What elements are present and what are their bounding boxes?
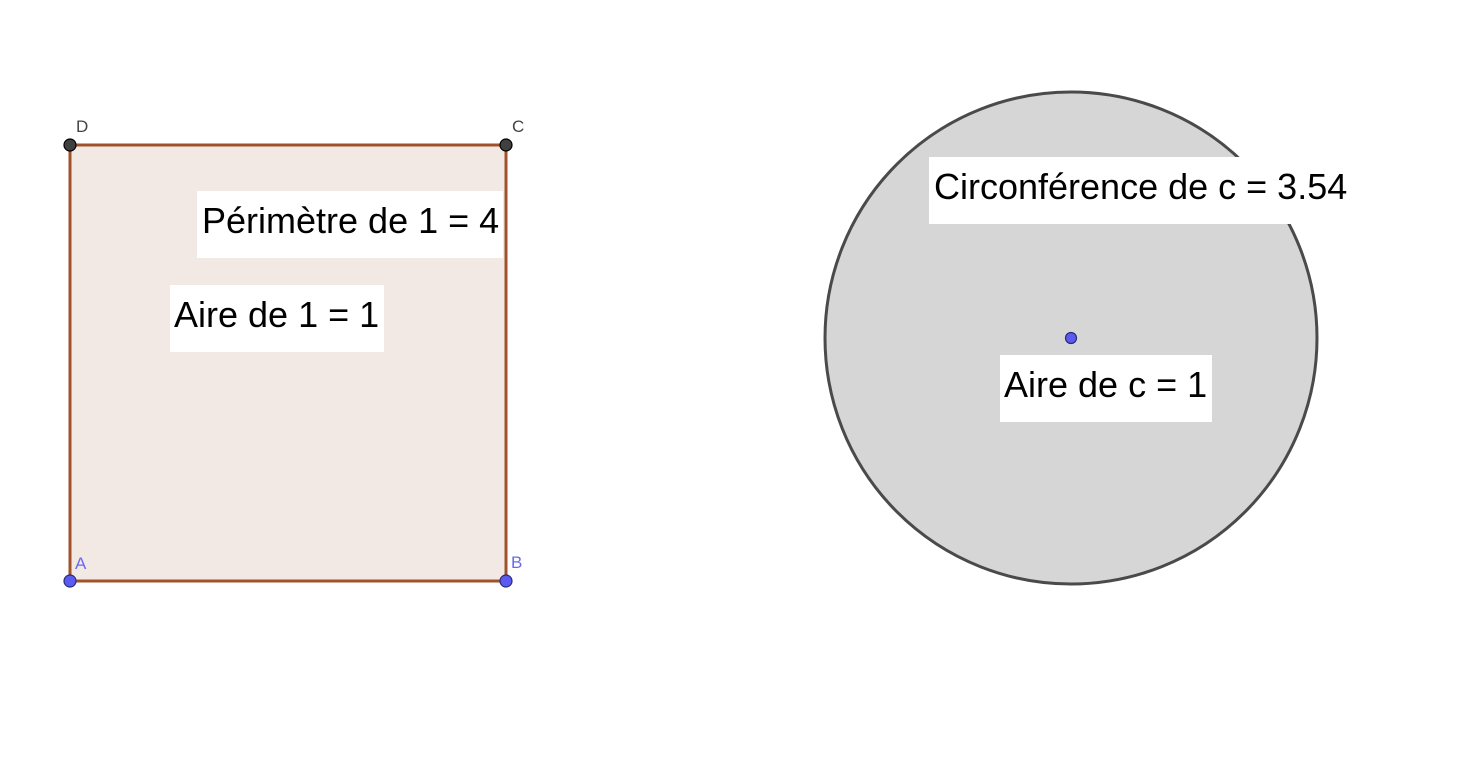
- circle-center-point[interactable]: [1064, 331, 1078, 345]
- point-b-label: B: [511, 553, 523, 572]
- square-perimeter-text[interactable]: Périmètre de 1 = 4: [197, 191, 504, 258]
- circle-circumference-text[interactable]: Circonférence de c = 3.54: [929, 157, 1352, 224]
- point-d-label: D: [76, 117, 89, 136]
- circle-area-text[interactable]: Aire de c = 1: [1000, 355, 1213, 422]
- point-c-label: C: [512, 117, 525, 136]
- square-area-text[interactable]: Aire de 1 = 1: [170, 285, 385, 352]
- point-d[interactable]: [63, 138, 77, 152]
- point-a[interactable]: [63, 574, 77, 588]
- point-c[interactable]: [499, 138, 513, 152]
- point-b[interactable]: [499, 574, 513, 588]
- point-a-label: A: [75, 554, 87, 573]
